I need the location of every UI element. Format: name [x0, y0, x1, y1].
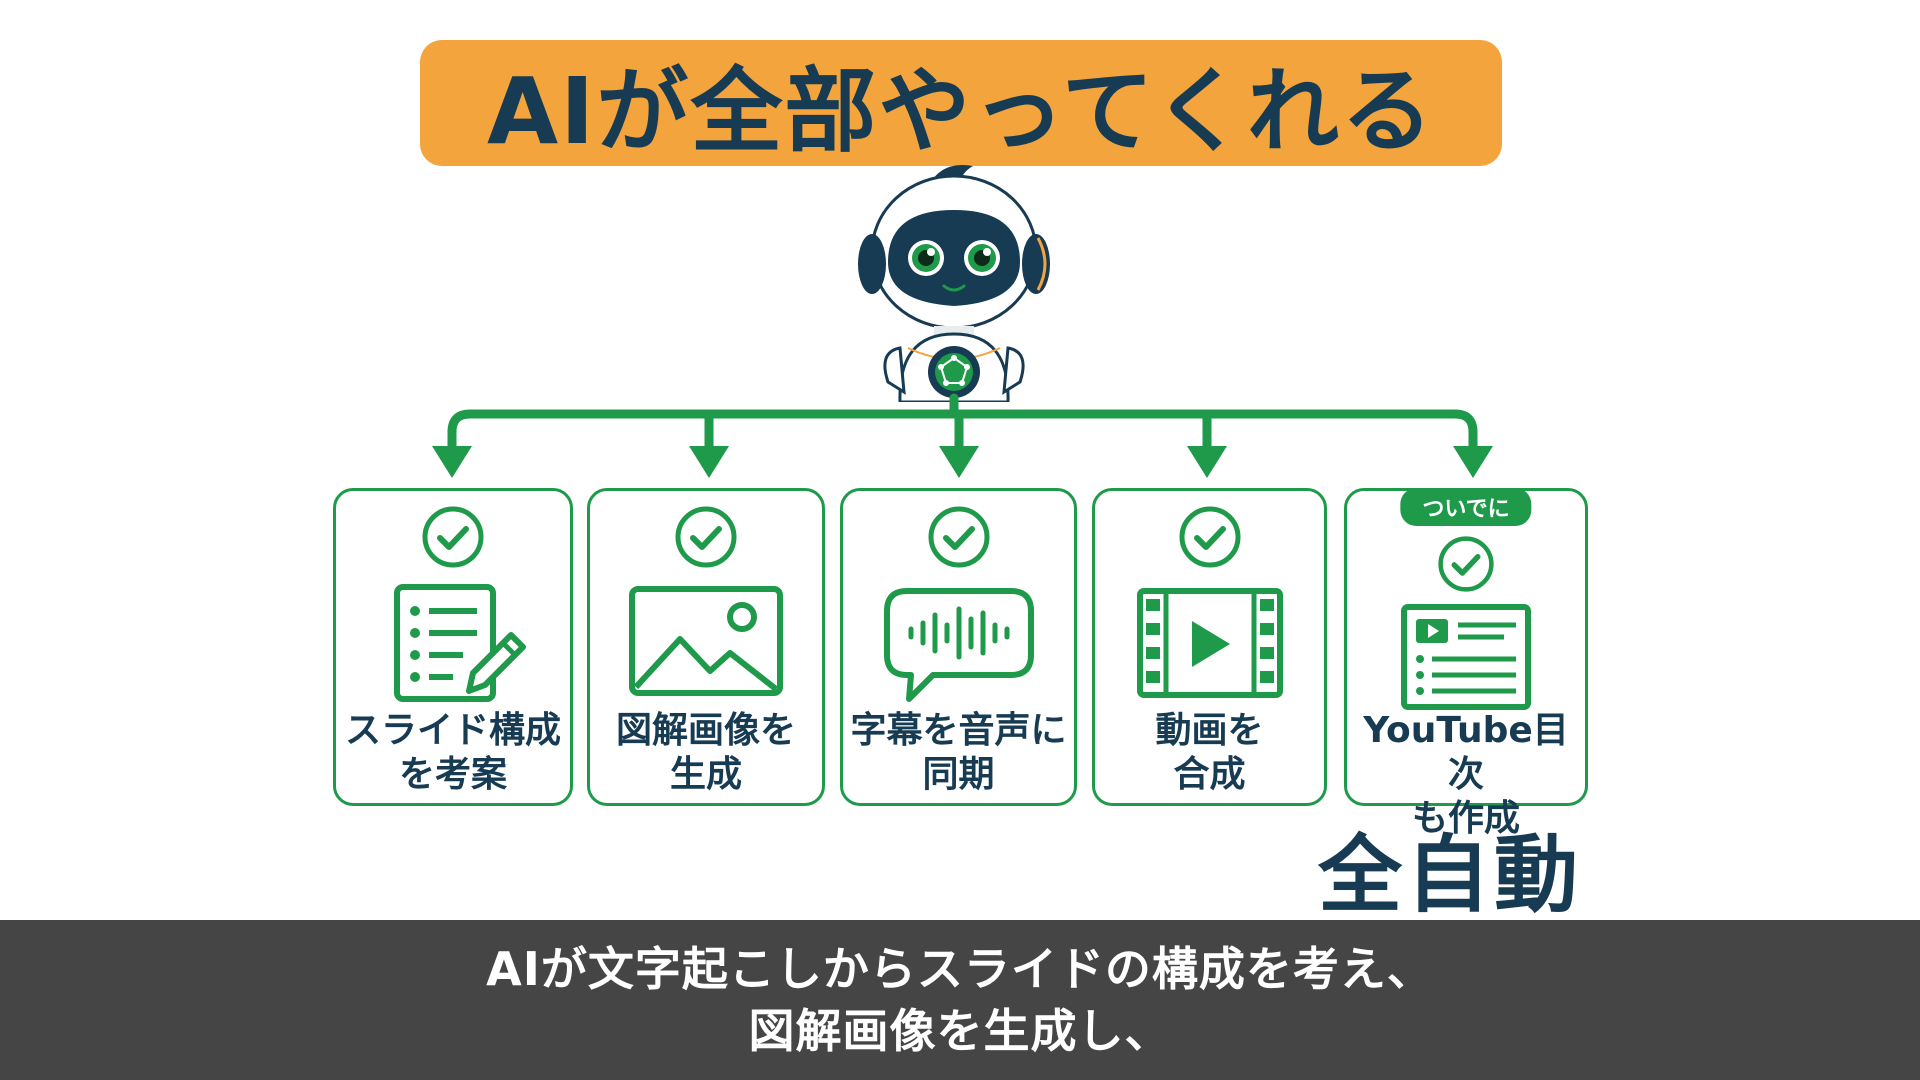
task-card-slide-structure: スライド構成 を考案 — [333, 488, 573, 806]
subtitle-bar: AIが文字起こしからスライドの構成を考え、 図解画像を生成し、 — [0, 920, 1920, 1080]
subtitle-line-1: AIが文字起こしからスライドの構成を考え、 — [486, 942, 1434, 996]
card-label: 図解画像を 生成 — [615, 710, 796, 795]
task-card-video-compose: 動画を 合成 — [1092, 488, 1327, 806]
fully-automatic-label: 全自動 — [1318, 826, 1583, 924]
card-label: YouTube目次 も作成 — [1363, 710, 1569, 839]
task-card-image-generation: 図解画像を 生成 — [587, 488, 825, 806]
check-circle-icon — [1179, 506, 1240, 568]
subtitle-line-2: 図解画像を生成し、 — [748, 1004, 1172, 1058]
task-card-youtube-chapters: ついでに YouTube目次 も作成 — [1344, 488, 1588, 839]
title-banner: AIが全部やってくれる — [420, 40, 1502, 166]
robot-mascot-icon — [858, 165, 1050, 402]
card-label: 字幕を音声に 同期 — [850, 710, 1067, 795]
video-film-icon — [1136, 588, 1283, 698]
check-circle-icon — [928, 506, 989, 568]
image-icon — [629, 586, 783, 696]
check-circle-icon — [422, 506, 484, 568]
check-circle-icon — [675, 506, 737, 568]
document-pencil-icon — [394, 584, 526, 702]
video-list-icon — [1401, 604, 1531, 710]
check-circle-icon — [1438, 536, 1494, 592]
task-card-subtitle-sync: 字幕を音声に 同期 — [840, 488, 1077, 806]
card-label: スライド構成 を考案 — [344, 710, 561, 795]
speech-waveform-icon — [883, 588, 1034, 702]
bonus-badge: ついでに — [1400, 488, 1532, 526]
card-label: 動画を 合成 — [1155, 710, 1264, 795]
page-title: AIが全部やってくれる — [486, 57, 1436, 165]
